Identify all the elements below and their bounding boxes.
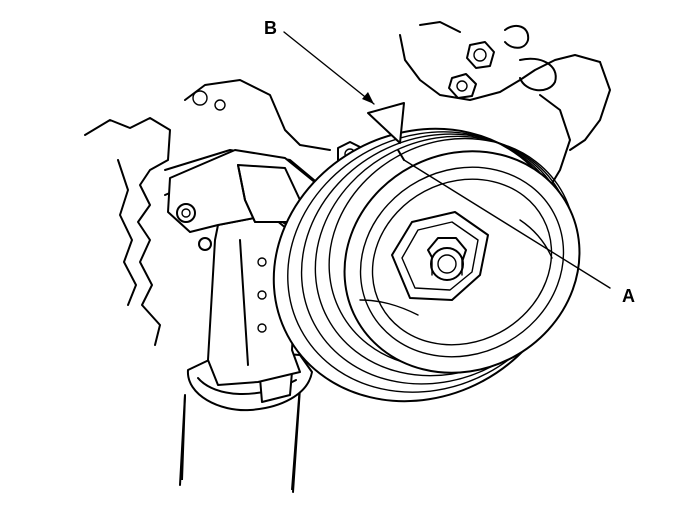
crankshaft-pulley bbox=[272, 127, 581, 403]
callout-label-a: A bbox=[622, 286, 635, 306]
bolt-upper-1 bbox=[466, 41, 495, 69]
leader-line-b bbox=[283, 31, 375, 105]
leader-line-a bbox=[403, 159, 611, 289]
callout-label-b: B bbox=[264, 18, 277, 38]
timing-pointer-b bbox=[367, 102, 405, 144]
bolt-upper-2 bbox=[448, 73, 477, 99]
leader-lines bbox=[283, 31, 611, 289]
arrowhead-b bbox=[362, 92, 374, 104]
